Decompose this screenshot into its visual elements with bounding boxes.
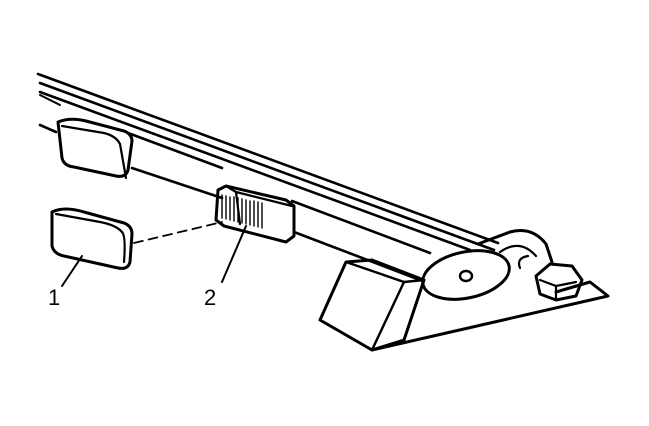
leader-1 (61, 255, 83, 287)
support-block (318, 258, 426, 352)
leader-2 (221, 225, 247, 283)
mount-bracket (370, 229, 610, 352)
rail-flange (36, 72, 500, 252)
callout-2: 2 (204, 285, 216, 310)
pad-clip (214, 184, 296, 244)
clip-ribbing (221, 194, 263, 229)
alignment-leader (133, 221, 223, 244)
hex-bolt (534, 262, 584, 302)
rear-pad (56, 117, 134, 180)
rail-tube (38, 123, 432, 282)
callout-1: 1 (48, 285, 60, 310)
loose-pad (50, 207, 134, 270)
tube-end (421, 249, 511, 301)
